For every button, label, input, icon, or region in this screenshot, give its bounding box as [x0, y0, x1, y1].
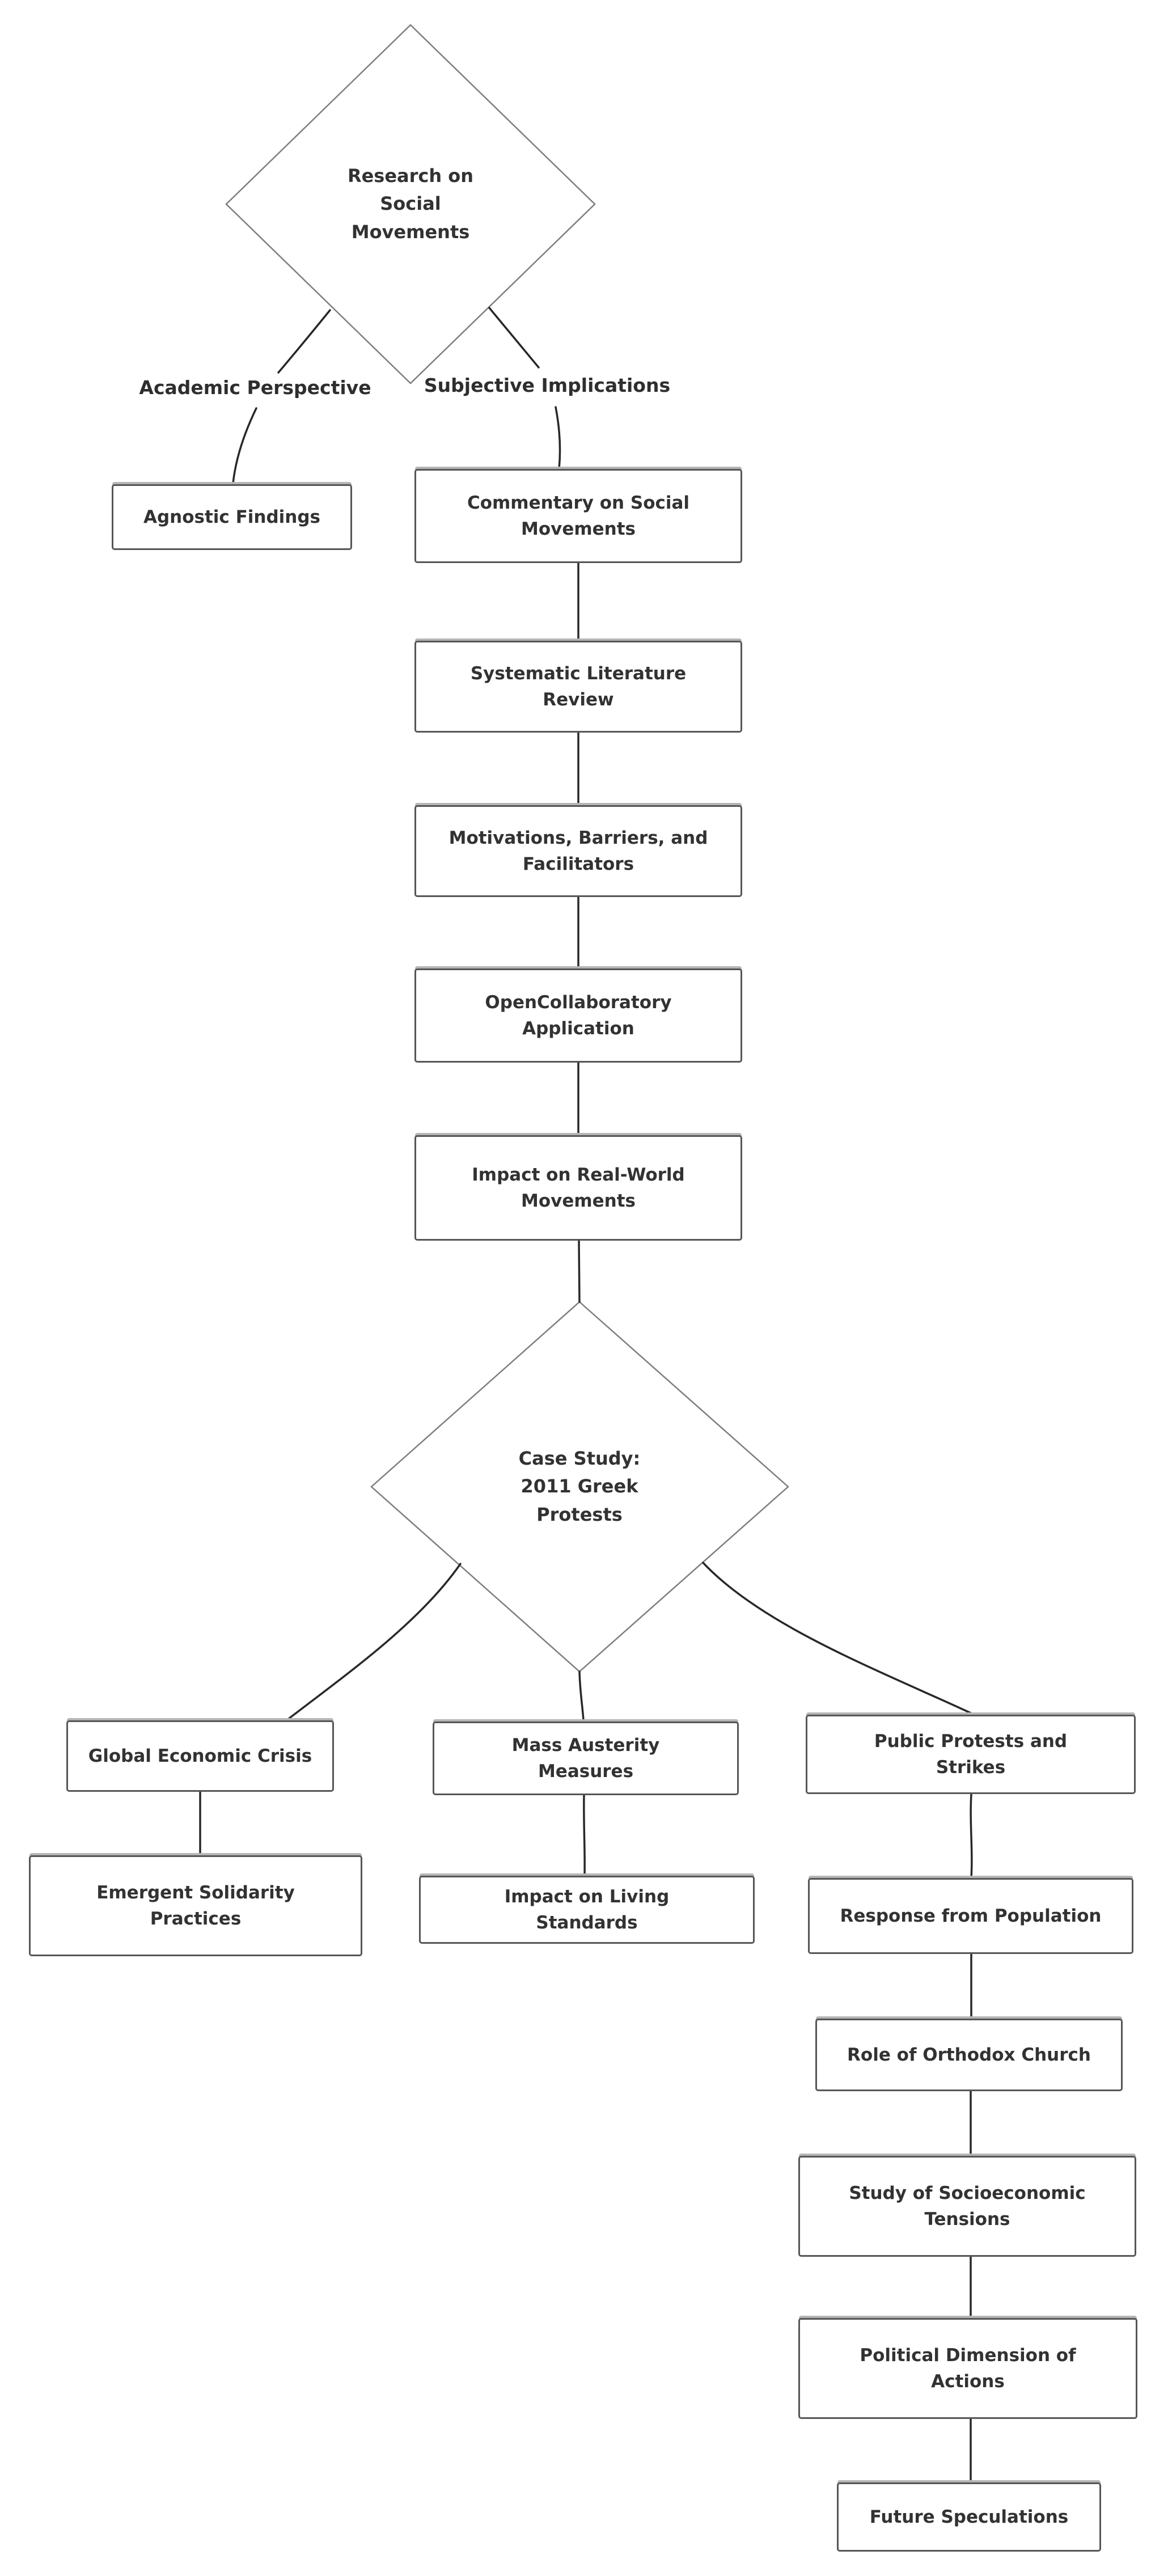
connector-subjective-to-commentary [555, 406, 561, 470]
edge-label-subjective-implications: Subjective Implications [424, 374, 671, 396]
node-future-speculations: Future Speculations [837, 2482, 1101, 2552]
node-impact-living-standards: Impact on Living Standards [419, 1876, 755, 1944]
node-impact-real-world-movements: Impact on Real-World Movements [414, 1135, 742, 1241]
connector-casestudy-to-public [702, 1562, 973, 1715]
node-role-orthodox-church: Role of Orthodox Church [815, 2019, 1123, 2091]
node-agnostic-findings: Agnostic Findings [112, 484, 352, 550]
node-global-economic-crisis: Global Economic Crisis [66, 1720, 334, 1792]
node-commentary-social-movements: Commentary on Social Movements [414, 469, 742, 563]
node-motivations-barriers-facilitators: Motivations, Barriers, and Facilitators [414, 805, 742, 897]
node-emergent-solidarity-practices: Emergent Solidarity Practices [29, 1855, 362, 1956]
decision-case-study-label: Case Study: 2011 Greek Protests [518, 1447, 641, 1525]
connector-casestudy-to-mass [578, 1670, 585, 1721]
connector-public-to-response [970, 1793, 973, 1879]
node-response-from-population: Response from Population [808, 1878, 1133, 1954]
connector-mass-to-impactliving [583, 1794, 586, 1877]
connector-academic-to-agnostic [232, 407, 257, 484]
connector-research-to-subjective [488, 307, 540, 369]
node-public-protests-strikes: Public Protests and Strikes [806, 1715, 1136, 1794]
node-socioeconomic-tensions: Study of Socioeconomic Tensions [798, 2156, 1136, 2257]
node-political-dimension-actions: Political Dimension of Actions [798, 2318, 1137, 2419]
edge-label-academic-perspective: Academic Perspective [139, 377, 371, 399]
connector-research-to-academic [277, 309, 331, 374]
node-systematic-literature-review: Systematic Literature Review [414, 641, 742, 733]
node-mass-austerity-measures: Mass Austerity Measures [433, 1721, 739, 1795]
node-opencollaboratory-application: OpenCollaboratory Application [414, 968, 742, 1063]
decision-research-label: Research on Social Movements [347, 164, 474, 243]
connector-casestudy-to-gec [287, 1563, 462, 1720]
decision-diamond-research [225, 24, 596, 384]
